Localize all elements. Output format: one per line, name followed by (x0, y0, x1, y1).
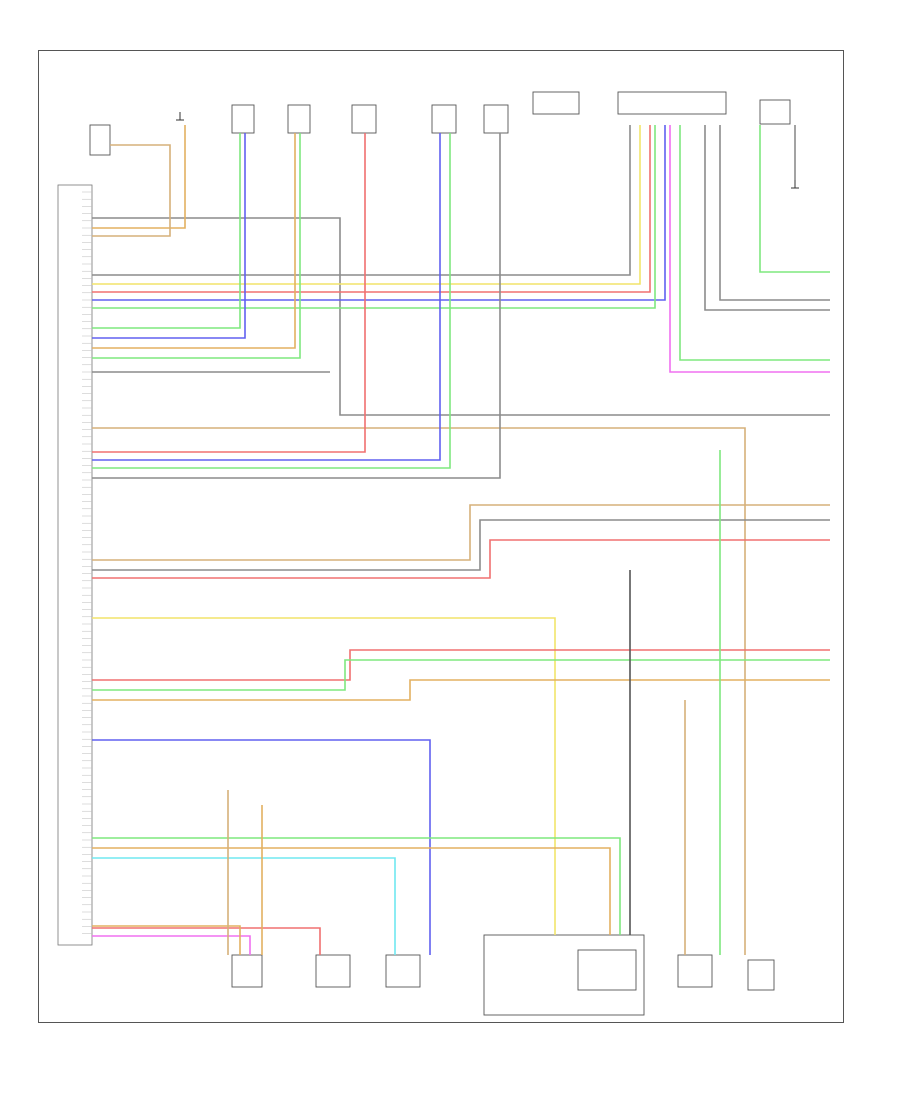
wires (92, 125, 830, 955)
wire (92, 427, 746, 955)
wire (92, 125, 656, 309)
wire (92, 659, 830, 691)
ground-icon (791, 180, 799, 189)
sensor-icon (431, 104, 457, 134)
wire (92, 679, 830, 701)
wire (92, 847, 611, 935)
diagram-frame (38, 50, 844, 1023)
wire (92, 217, 830, 416)
wire (92, 133, 501, 479)
wire (92, 739, 431, 955)
connector-icon (89, 124, 111, 156)
sensor-icon (231, 104, 255, 134)
switch-icon (385, 954, 421, 988)
connector-icon (532, 91, 580, 115)
wire (92, 935, 251, 955)
wire (92, 133, 366, 453)
switch-icon (747, 959, 775, 991)
wire (92, 519, 830, 571)
wire (704, 125, 830, 311)
switch-icon (759, 99, 791, 125)
wire (92, 125, 651, 293)
sensor-icon (351, 104, 377, 134)
cluster-icon (483, 934, 645, 1016)
wire (92, 144, 171, 237)
wire (92, 133, 301, 359)
sensor-icon (231, 954, 263, 988)
sensor-icon (677, 954, 713, 988)
bottom-components (231, 934, 775, 1016)
wire (92, 133, 441, 461)
wire (92, 133, 246, 339)
wire (92, 539, 830, 579)
sensor-icon (483, 104, 509, 134)
wire (759, 125, 830, 273)
connector-icon (577, 949, 637, 991)
wire (92, 927, 321, 955)
switch-icon (315, 954, 351, 988)
wire (92, 133, 451, 469)
ground-icon (176, 112, 184, 121)
wire (92, 125, 666, 301)
wire (719, 125, 830, 301)
wire (92, 133, 296, 349)
wire (92, 617, 556, 935)
wire (92, 925, 241, 955)
wire (92, 504, 830, 561)
wire (92, 133, 241, 329)
wire (92, 649, 830, 681)
sensor-icon (287, 104, 311, 134)
wire (679, 125, 830, 361)
wire (92, 837, 621, 935)
wire (92, 125, 641, 285)
wire (92, 125, 186, 229)
connector-icon (617, 91, 727, 115)
top-components (89, 91, 791, 156)
wire (92, 125, 631, 276)
ecu-connector (57, 184, 93, 946)
wire (92, 857, 396, 955)
wire (669, 125, 830, 373)
